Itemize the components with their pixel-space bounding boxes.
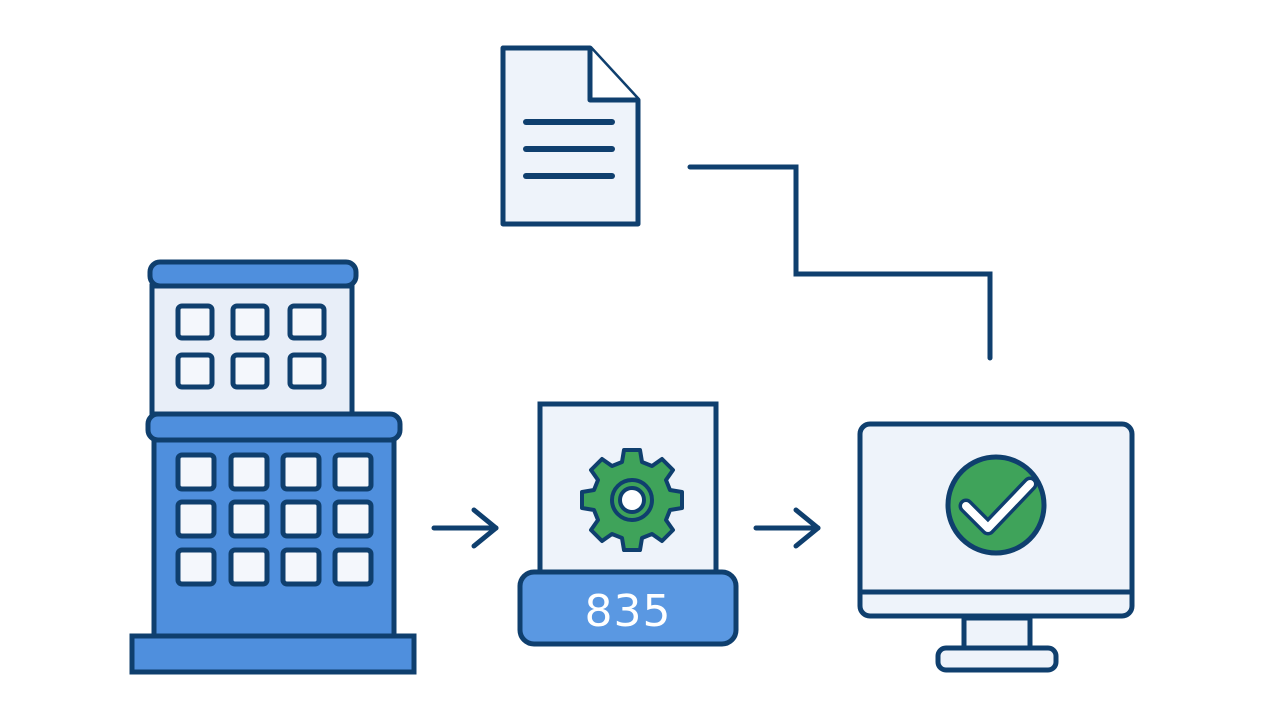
gear-icon	[580, 448, 684, 552]
document-icon	[500, 45, 641, 227]
monitor-icon	[857, 421, 1135, 673]
arrow-right-icon	[431, 507, 499, 549]
counter-value: 835	[585, 586, 672, 637]
elbow-connector	[687, 164, 993, 361]
processor-box: 835	[517, 401, 739, 647]
office-building-icon	[129, 259, 417, 675]
counter-display	[517, 569, 739, 647]
arrow-right-icon	[753, 507, 821, 549]
checkmark-circle-icon	[945, 454, 1047, 556]
